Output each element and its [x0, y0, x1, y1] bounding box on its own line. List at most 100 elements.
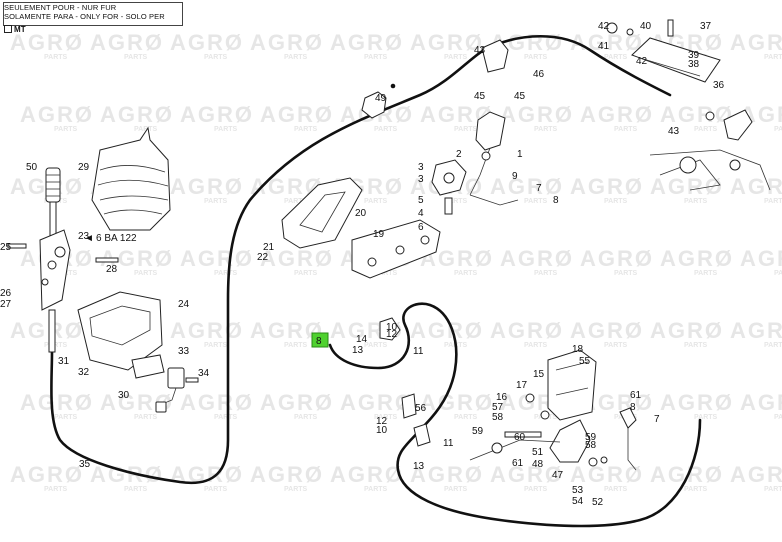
callout-37: 37 [700, 21, 712, 32]
clip-50 [361, 91, 387, 119]
watermark-sub: PARTS [374, 270, 398, 277]
watermark-brand: AGRØ [90, 30, 164, 55]
watermark-sub: PARTS [454, 414, 478, 421]
callout-47: 47 [552, 470, 564, 481]
watermark-brand: AGRØ [20, 102, 94, 127]
watermark-sub: PARTS [614, 126, 638, 133]
watermark-sub: PARTS [284, 198, 308, 205]
watermark-sub: PARTS [604, 54, 628, 61]
watermark-sub: PARTS [534, 270, 558, 277]
watermark-brand: AGRØ [260, 390, 334, 415]
watermark-sub: PARTS [374, 414, 398, 421]
callout-30: 30 [118, 390, 130, 401]
knob-51 [45, 167, 61, 203]
watermark-sub: PARTS [684, 486, 708, 493]
watermark-brand: AGRØ [10, 462, 84, 487]
watermark-sub: PARTS [444, 486, 468, 493]
callout-12: 12 [386, 329, 398, 340]
watermark-brand: AGRØ [260, 246, 334, 271]
watermark-brand: AGRØ [180, 390, 254, 415]
pin-6 [444, 197, 453, 215]
callout-5: 5 [418, 195, 424, 206]
watermark-sub: PARTS [684, 342, 708, 349]
applicability-box [3, 2, 183, 26]
callout-42: 42 [636, 56, 648, 67]
watermark-sub: PARTS [764, 342, 782, 349]
callout-23: 23 [78, 231, 90, 242]
callout-48: 48 [532, 459, 544, 470]
watermark-brand: AGRØ [490, 174, 564, 199]
watermark-brand: AGRØ [180, 246, 254, 271]
watermark-brand: AGRØ [330, 30, 404, 55]
callout-40: 40 [640, 21, 652, 32]
callout-58: 58 [492, 412, 504, 423]
bolt-27 [7, 243, 27, 249]
callout-labels: 1233456789101011111212131314151617181920… [0, 21, 725, 508]
callout-13: 13 [413, 461, 425, 472]
watermark-sub: PARTS [54, 414, 78, 421]
watermark-brand: AGRØ [170, 30, 244, 55]
watermark-sub: PARTS [364, 198, 388, 205]
callout-50: 50 [26, 162, 38, 173]
watermark-sub: PARTS [604, 486, 628, 493]
watermark-sub: PARTS [364, 486, 388, 493]
watermark-sub: PARTS [134, 270, 158, 277]
callout-10: 10 [386, 322, 398, 333]
reference-label: 8 [316, 336, 322, 347]
callout-31: 31 [58, 356, 70, 367]
watermark-sub: PARTS [124, 486, 148, 493]
watermark-sub: PARTS [204, 486, 228, 493]
callout-59: 59 [585, 432, 597, 443]
callout-42: 42 [598, 21, 610, 32]
watermark-brand: AGRØ [570, 318, 644, 343]
callout-43: 43 [668, 126, 680, 137]
watermark-sub: PARTS [764, 198, 782, 205]
shift-cable [50, 35, 672, 485]
variant-label: MT [4, 25, 26, 34]
watermark-sub: PARTS [374, 126, 398, 133]
watermark-sub: PARTS [524, 342, 548, 349]
watermark-brand: AGRØ [90, 462, 164, 487]
watermark-sub: PARTS [294, 270, 318, 277]
watermark-sub: PARTS [524, 486, 548, 493]
watermark-sub: PARTS [444, 198, 468, 205]
watermark-brand: AGRØ [410, 462, 484, 487]
watermark-sub: PARTS [284, 486, 308, 493]
watermark-brand: AGRØ [100, 102, 174, 127]
watermark-brand: AGRØ [580, 102, 654, 127]
nut-43 [606, 22, 618, 34]
callout-16: 16 [496, 392, 508, 403]
watermark-sub: PARTS [294, 126, 318, 133]
watermark-sub: PARTS [454, 270, 478, 277]
callout-4: 4 [418, 208, 424, 219]
watermark-brand: AGRØ [490, 462, 564, 487]
pedal-assembly [431, 111, 519, 215]
callout-17: 17 [516, 380, 528, 391]
watermark-brand: AGRØ [20, 390, 94, 415]
note-text: 6 BA 122 [96, 233, 137, 244]
callout-46: 46 [533, 69, 545, 80]
watermark-brand: AGRØ [650, 462, 724, 487]
bracket-45 [481, 39, 509, 73]
boot-31 [91, 126, 171, 231]
applicability-line-2: SOLAMENTE PARA - ONLY FOR - SOLO PER [4, 12, 165, 21]
callout-13: 13 [352, 345, 364, 356]
watermark-brand: AGRØ [170, 174, 244, 199]
pedal-pad-1 [475, 111, 506, 151]
watermark-sub: PARTS [44, 54, 68, 61]
watermark-brand: AGRØ [730, 174, 782, 199]
watermark-brand: AGRØ [410, 30, 484, 55]
callout-21: 21 [263, 242, 275, 253]
callout-41: 41 [598, 41, 610, 52]
watermark-sub: PARTS [614, 270, 638, 277]
watermark-brand: AGRØ [330, 462, 404, 487]
callout-27: 27 [0, 299, 12, 310]
watermark-brand: AGRØ [180, 102, 254, 127]
callout-60: 60 [514, 432, 526, 443]
watermark-sub: PARTS [604, 342, 628, 349]
bracket-22 [281, 177, 363, 249]
watermark-sub: PARTS [604, 198, 628, 205]
washer-42 [626, 28, 634, 36]
watermark-brand: AGRØ [730, 318, 782, 343]
